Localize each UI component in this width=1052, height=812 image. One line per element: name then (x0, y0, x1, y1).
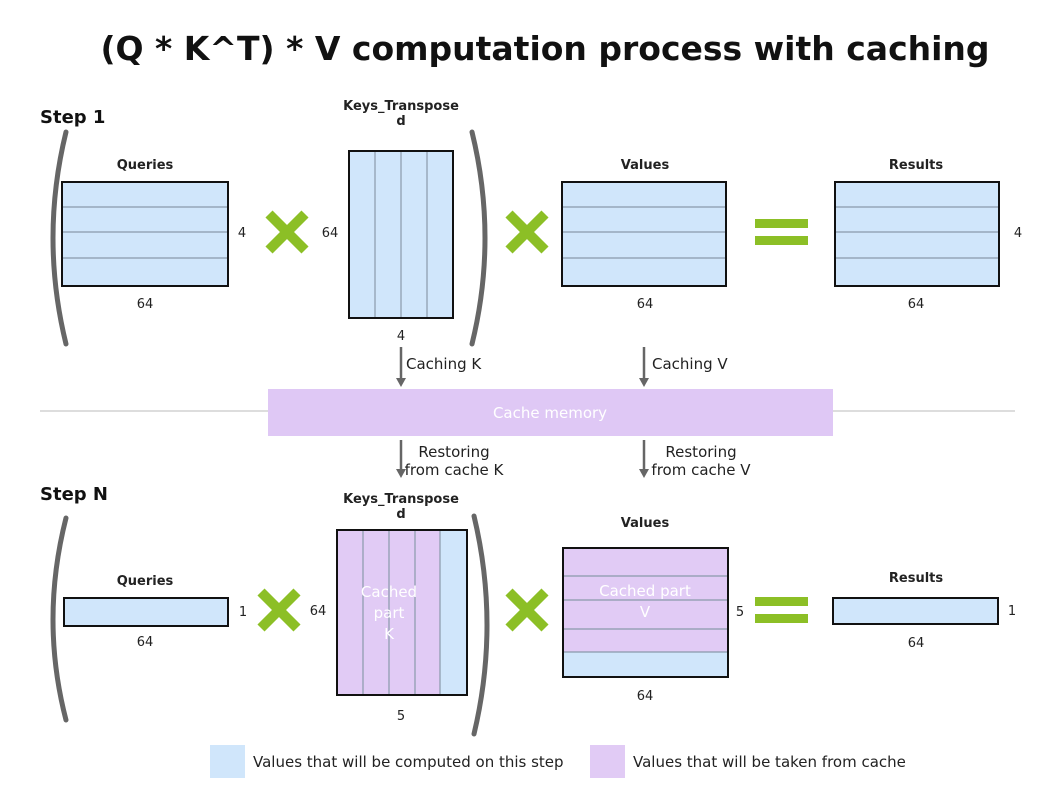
right-paren (471, 513, 490, 737)
keys-n-label: Keys_Transpose (343, 492, 459, 507)
queries-cols: 64 (137, 297, 154, 312)
queries-n-rows: 1 (239, 605, 247, 620)
multiply-icon (265, 210, 309, 254)
restore-v-label-2: from cache V (651, 461, 751, 479)
multiply-icon (505, 588, 549, 632)
cached-k-label-2: part (374, 604, 405, 622)
keys-n-matrix: Keys_Transpose d Cached part K 64 5 (310, 492, 468, 724)
keys-label: Keys_Transpose (343, 99, 459, 114)
keys-label-2: d (396, 114, 405, 129)
values-matrix: Values 64 (561, 158, 727, 312)
values-n-matrix: Values Cached part V 5 64 (562, 516, 744, 704)
legend-computed-swatch (210, 745, 245, 778)
queries-n-cols: 64 (137, 635, 154, 650)
title: (Q * K^T) * V computation process with c… (100, 29, 989, 68)
keys-n-rows: 64 (310, 604, 327, 619)
values-label: Values (621, 158, 670, 173)
cached-v-label: Cached part (599, 582, 691, 600)
caching-v-label: Caching V (652, 355, 728, 373)
keys-rows: 64 (322, 226, 339, 241)
step1-label: Step 1 (40, 107, 105, 128)
legend-computed-label: Values that will be computed on this ste… (253, 753, 564, 771)
queries-n-label: Queries (117, 574, 174, 589)
results-label: Results (889, 158, 943, 173)
caching-k-arrow (396, 347, 406, 387)
caching-v-arrow (639, 347, 649, 387)
stepN-label: Step N (40, 484, 108, 505)
right-paren (469, 129, 488, 347)
values-n-cols: 64 (637, 689, 654, 704)
cache-memory (268, 389, 833, 436)
restore-k-label-2: from cache K (405, 461, 505, 479)
results-n-rows: 1 (1008, 604, 1016, 619)
restore-k-label: Restoring (418, 443, 489, 461)
queries-label: Queries (117, 158, 174, 173)
multiply-icon (505, 210, 549, 254)
results-cols: 64 (908, 297, 925, 312)
keys-transposed-matrix: Keys_Transpose d 64 4 (322, 99, 459, 344)
multiply-icon (257, 588, 301, 632)
values-cols: 64 (637, 297, 654, 312)
restore-v-arrow (639, 440, 649, 478)
results-n-cols: 64 (908, 636, 925, 651)
left-paren (50, 515, 69, 723)
cached-k-label: Cached (361, 583, 417, 601)
results-rows: 4 (1014, 226, 1022, 241)
results-n-matrix: Results 64 1 (832, 571, 1016, 651)
queries-rows: 4 (238, 226, 246, 241)
equals-icon (755, 219, 808, 245)
keys-cols: 4 (397, 329, 405, 344)
cache-memory-label: Cache memory (493, 404, 607, 422)
queries-matrix: Queries 64 4 (61, 158, 246, 312)
results-matrix: Results 64 4 (834, 158, 1022, 312)
values-n-label: Values (621, 516, 670, 531)
equals-icon (755, 597, 808, 623)
results-n-label: Results (889, 571, 943, 586)
cached-v-label-2: V (640, 603, 651, 621)
restore-k-arrow (396, 440, 406, 478)
values-n-rows: 5 (736, 605, 744, 620)
caching-k-label: Caching K (406, 355, 482, 373)
legend-cached-label: Values that will be taken from cache (633, 753, 906, 771)
legend: Values that will be computed on this ste… (210, 745, 906, 778)
cached-k-label-3: K (384, 625, 395, 643)
legend-cached-swatch (590, 745, 625, 778)
left-paren (50, 129, 69, 347)
queries-n-matrix: Queries 64 1 (63, 574, 247, 650)
keys-n-label-2: d (396, 507, 405, 522)
keys-n-cols: 5 (397, 709, 405, 724)
restore-v-label: Restoring (665, 443, 736, 461)
